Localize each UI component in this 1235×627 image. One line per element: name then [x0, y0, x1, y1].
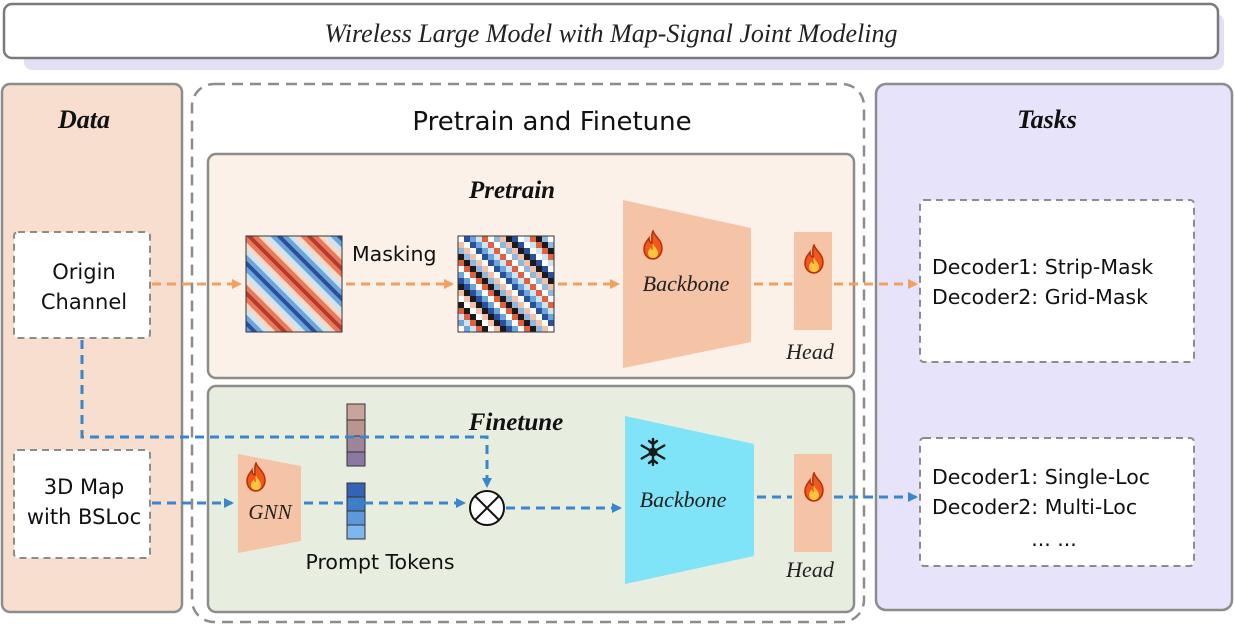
origin-channel-box — [13, 231, 151, 339]
arrow-origin-to-combine — [80, 340, 492, 488]
pretrain-backbone: Backbone — [623, 200, 751, 368]
prompt-token-upper — [346, 403, 366, 467]
origin-channel-line1: Origin — [52, 260, 115, 284]
tasks-heading: Tasks — [1017, 105, 1077, 134]
finetune-backbone: Backbone — [625, 416, 754, 584]
data-panel: Data Origin Channel 3D Map with BSLoc — [0, 82, 184, 614]
prompt-tokens-label: Prompt Tokens — [305, 550, 454, 574]
finetune-decoder-1: Decoder1: Single-Loc — [932, 465, 1150, 489]
pretrain-decoders-box — [919, 199, 1195, 363]
pretrain-decoder-2: Decoder2: Grid-Mask — [932, 285, 1148, 309]
gnn-label: GNN — [248, 500, 292, 524]
pretrain-backbone-label: Backbone — [643, 271, 730, 296]
prompt-token-lower — [346, 482, 366, 540]
finetune-backbone-label: Backbone — [640, 487, 727, 512]
map-input-box — [13, 449, 151, 559]
pretrain-head-label: Head — [785, 339, 835, 364]
finetune-box: Finetune — [206, 384, 856, 614]
finetune-decoder-more: ... ... — [1031, 527, 1077, 551]
finetune-head: Head — [785, 454, 835, 582]
page-title: Wireless Large Model with Map-Signal Joi… — [325, 19, 898, 48]
pretrain-head: Head — [785, 232, 835, 364]
finetune-decoder-2: Decoder2: Multi-Loc — [932, 495, 1137, 519]
origin-channel-line2: Channel — [41, 290, 127, 314]
snowflake-icon — [640, 437, 666, 467]
origin-channel-image — [245, 235, 343, 333]
masked-channel-image — [457, 235, 555, 333]
gnn-block: GNN — [238, 454, 301, 553]
pretrain-heading: Pretrain — [468, 177, 555, 204]
finetune-heading: Finetune — [468, 409, 563, 436]
tasks-panel: Tasks Decoder1: Strip-Mask Decoder2: Gri… — [874, 82, 1234, 612]
circled-times-icon — [469, 490, 505, 526]
map-input-line1: 3D Map — [44, 475, 125, 499]
finetune-flow-arrows — [80, 340, 918, 513]
center-heading: Pretrain and Finetune — [412, 107, 691, 137]
pretrain-decoder-1: Decoder1: Strip-Mask — [932, 255, 1153, 279]
data-heading: Data — [57, 105, 110, 134]
finetune-head-label: Head — [785, 557, 835, 582]
title-banner: Wireless Large Model with Map-Signal Joi… — [2, 2, 1224, 70]
map-input-line2: with BSLoc — [27, 505, 141, 529]
finetune-decoders-box — [919, 437, 1195, 567]
masking-label: Masking — [352, 242, 437, 266]
